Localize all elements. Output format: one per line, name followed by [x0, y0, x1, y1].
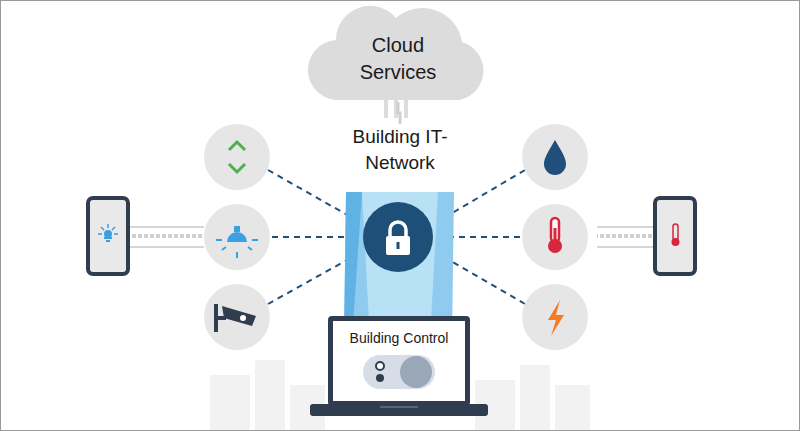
water-icon	[544, 140, 566, 175]
temperature-icon	[548, 218, 562, 253]
network-label-node: Building IT-Network	[325, 124, 475, 188]
node-text: Building IT-Network	[330, 124, 470, 175]
toggle-switch	[362, 354, 436, 390]
phone-right	[655, 198, 695, 274]
light-icon	[216, 226, 258, 258]
cloud-pipe	[384, 100, 408, 118]
cloud-node: Cloud Services	[300, 2, 496, 102]
camera-icon	[216, 304, 256, 332]
phone-left	[88, 198, 128, 274]
blinds-icon	[229, 142, 245, 172]
energy-icon	[548, 300, 564, 336]
laptop-screen-node: Building Control	[328, 316, 470, 406]
node-text: Cloud Services	[338, 32, 458, 86]
connector	[398, 102, 400, 124]
node-text: Building Control	[350, 329, 449, 348]
